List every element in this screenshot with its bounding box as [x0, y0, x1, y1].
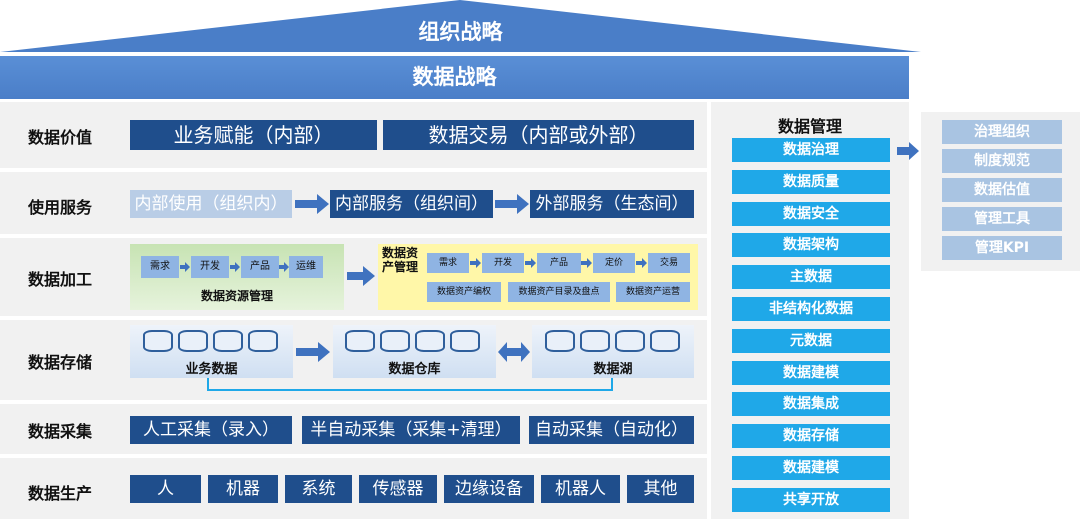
row-label-service: 使用服务 — [27, 198, 92, 217]
production-item: 机器 — [208, 475, 278, 503]
roof-triangle — [0, 0, 921, 52]
asset-mgmt-title: 数据资产管理 — [381, 246, 418, 274]
asset-step: 开发 — [482, 253, 524, 273]
arrow-right-icon — [897, 142, 919, 160]
governance-item: 治理组织 — [942, 120, 1062, 144]
asset-sub: 数据资产编权 — [427, 282, 501, 302]
production-item: 边缘设备 — [444, 475, 534, 503]
mgmt-item: 元数据 — [732, 329, 890, 353]
arrow-right-icon — [295, 194, 329, 214]
storage-connector — [207, 378, 613, 391]
data-management-title: 数据管理 — [777, 117, 842, 136]
collection-item-semi-auto: 半自动采集（采集+清理） — [302, 416, 520, 444]
database-icon — [380, 330, 410, 352]
arrow-right-icon — [230, 262, 240, 272]
production-item: 人 — [130, 475, 201, 503]
database-icon — [450, 330, 480, 352]
row-label-storage: 数据存储 — [27, 353, 92, 372]
governance-item: 管理工具 — [942, 207, 1062, 231]
storage-label: 数据仓库 — [388, 362, 441, 377]
arrow-right-icon — [347, 266, 375, 286]
arrow-right-icon — [279, 262, 289, 272]
asset-step: 定价 — [593, 253, 635, 273]
mgmt-item: 数据建模 — [732, 456, 890, 480]
production-item: 传感器 — [359, 475, 437, 503]
database-icon — [143, 330, 173, 352]
production-item: 机器人 — [541, 475, 620, 503]
asset-sub: 数据资产目录及盘点 — [508, 282, 610, 302]
collection-item-auto: 自动采集（自动化） — [529, 416, 694, 444]
org-strategy-title: 组织战略 — [418, 20, 503, 44]
arrow-right-icon — [470, 258, 481, 268]
double-arrow-icon — [498, 342, 530, 362]
row-label-value: 数据价值 — [27, 128, 92, 147]
mgmt-item: 主数据 — [732, 265, 890, 289]
mgmt-item: 数据建模 — [732, 361, 890, 385]
production-item: 其他 — [627, 475, 694, 503]
governance-item: 数据估值 — [942, 178, 1062, 202]
row-label-production: 数据生产 — [27, 484, 92, 503]
resource-step: 需求 — [141, 256, 179, 278]
mgmt-item: 数据安全 — [732, 202, 890, 226]
database-icon — [178, 330, 208, 352]
resource-step: 产品 — [241, 256, 279, 278]
database-icon — [545, 330, 575, 352]
database-icon — [213, 330, 243, 352]
asset-step: 产品 — [537, 253, 581, 273]
arrow-right-icon — [636, 258, 647, 268]
asset-step: 需求 — [427, 253, 469, 273]
production-item: 系统 — [285, 475, 352, 503]
database-icon — [345, 330, 375, 352]
database-icon — [415, 330, 445, 352]
database-icon — [248, 330, 278, 352]
collection-item-manual: 人工采集（录入） — [130, 416, 292, 444]
service-item-external-service: 外部服务（生态间） — [530, 190, 694, 218]
storage-label: 数据湖 — [593, 362, 633, 377]
mgmt-item: 数据架构 — [732, 233, 890, 257]
arrow-right-icon — [581, 258, 592, 268]
arrow-right-icon — [525, 258, 536, 268]
resource-step: 开发 — [191, 256, 229, 278]
asset-sub: 数据资产运营 — [616, 282, 690, 302]
data-strategy-band: 数据战略 — [0, 56, 909, 99]
row-label-processing: 数据加工 — [27, 270, 92, 289]
mgmt-item: 共享开放 — [732, 488, 890, 512]
mgmt-item: 非结构化数据 — [732, 297, 890, 321]
storage-label: 业务数据 — [185, 362, 238, 377]
value-item-business: 业务赋能（内部） — [130, 120, 377, 150]
row-label-collection: 数据采集 — [27, 422, 92, 441]
arrow-right-icon — [180, 262, 190, 272]
arrow-right-icon — [495, 194, 529, 214]
service-item-internal-use: 内部使用（组织内） — [130, 190, 292, 218]
resource-mgmt-caption: 数据资源管理 — [200, 289, 273, 303]
governance-item: 制度规范 — [942, 149, 1062, 173]
mgmt-item: 数据集成 — [732, 392, 890, 416]
database-icon — [615, 330, 645, 352]
arrow-right-icon — [296, 342, 330, 362]
service-item-internal-service: 内部服务（组织间） — [330, 190, 493, 218]
mgmt-item: 数据治理 — [732, 138, 890, 162]
mgmt-item: 数据质量 — [732, 170, 890, 194]
asset-step: 交易 — [648, 253, 690, 273]
governance-item: 管理KPI — [942, 236, 1062, 260]
resource-step: 运维 — [289, 256, 323, 278]
database-icon — [650, 330, 680, 352]
database-icon — [580, 330, 610, 352]
value-item-trade: 数据交易（内部或外部） — [383, 120, 694, 150]
mgmt-item: 数据存储 — [732, 424, 890, 448]
